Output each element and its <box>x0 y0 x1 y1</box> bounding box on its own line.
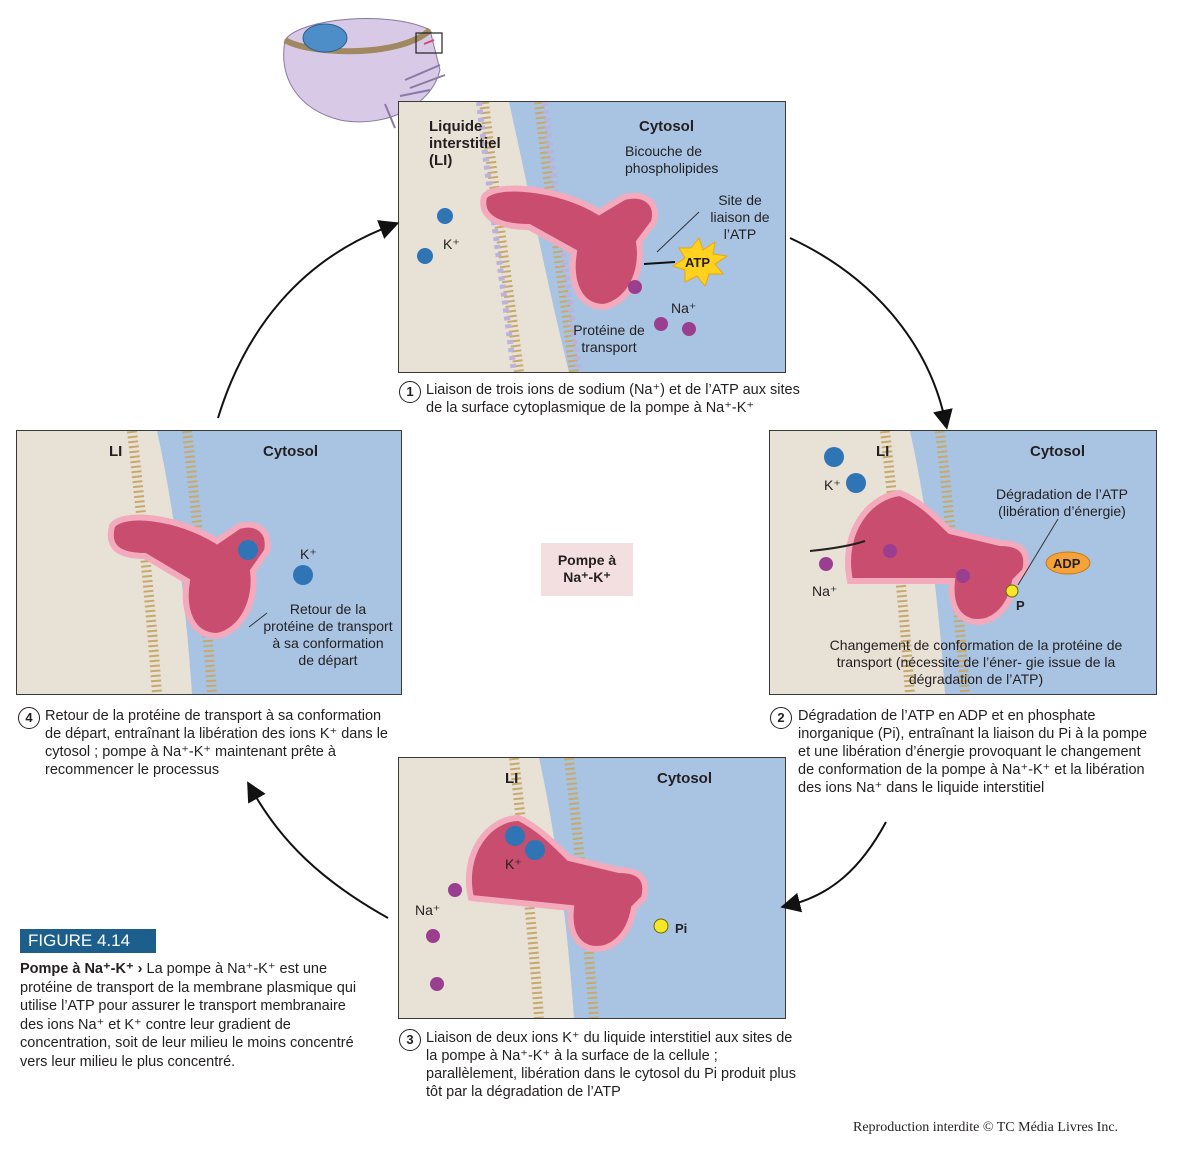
step-number-4: 4 <box>18 707 40 729</box>
k-ion <box>824 447 844 467</box>
transport-protein <box>809 489 1030 625</box>
cytosol-label: Cytosol <box>657 770 713 787</box>
adp-badge <box>1045 551 1091 575</box>
panel-step-4: LI Cytosol K⁺ Retour de la protéine de t… <box>16 430 402 695</box>
na-ion <box>819 557 833 571</box>
step-number-1: 1 <box>399 381 421 403</box>
panel-step-1: Liquide interstitiel (LI) Cytosol Bicouc… <box>398 101 786 373</box>
figure-arrow-icon: › <box>137 961 143 977</box>
k-ion <box>525 840 545 860</box>
k-label: K⁺ <box>505 856 522 872</box>
li-label: LI <box>109 443 123 460</box>
na-ion <box>883 544 897 558</box>
return-label: Retour de la protéine de transport à sa … <box>263 601 393 668</box>
figure-caption: Pompe à Na⁺-K⁺ › La pompe à Na⁺-K⁺ est u… <box>20 960 365 1071</box>
na-ion <box>654 317 668 331</box>
na-ion <box>448 883 462 897</box>
k-label: K⁺ <box>824 477 841 493</box>
k-ion <box>505 826 525 846</box>
p-label: P <box>1016 598 1025 613</box>
step-number-2: 2 <box>770 707 792 729</box>
k-label: K⁺ <box>300 546 317 562</box>
cytosol-label: Cytosol <box>1030 443 1086 460</box>
li-label: LI <box>505 770 519 787</box>
pi-label: Pi <box>675 921 688 936</box>
step-caption-3: Liaison de deux ions K⁺ du liquide inter… <box>426 1030 796 1100</box>
k-ion <box>293 565 313 585</box>
k-label: K⁺ <box>443 236 460 252</box>
transport-protein <box>107 514 271 640</box>
na-label: Na⁺ <box>671 300 697 316</box>
na-ion <box>430 977 444 991</box>
atp-label: ATP <box>685 255 711 270</box>
na-label: Na⁺ <box>415 902 441 918</box>
atp-site-label: Site de liaison de l’ATP <box>710 192 770 242</box>
figure-title: Pompe à Na⁺-K⁺ <box>20 961 134 977</box>
step-caption-2: Dégradation de l’ATP en ADP et en phosph… <box>798 708 1148 796</box>
adp-label: ADP <box>1053 556 1081 571</box>
pump-center-label: Pompe à Na⁺-K⁺ <box>541 543 633 596</box>
protein-label: Protéine de transport <box>573 322 645 355</box>
na-ion <box>956 569 970 583</box>
conformation-change-label: Changement de conformation de la protéin… <box>829 637 1123 687</box>
degradation-label: Dégradation de l’ATP (libération d’énerg… <box>995 486 1129 519</box>
transport-protein <box>480 185 658 311</box>
panel-step-2: LI Cytosol K⁺ Na⁺ Dégradation de l’ATP (… <box>769 430 1157 695</box>
na-label: Na⁺ <box>812 583 838 599</box>
cytosol-label: Cytosol <box>639 118 695 135</box>
k-ion <box>238 540 258 560</box>
k-ion <box>417 248 433 264</box>
k-ion <box>846 473 866 493</box>
figure-tag: FIGURE 4.14 <box>20 929 156 953</box>
na-ion <box>628 280 642 294</box>
step-caption-1: Liaison de trois ions de sodium (Na⁺) et… <box>426 382 800 416</box>
transport-protein <box>466 814 649 952</box>
cytosol-label: Cytosol <box>263 443 319 460</box>
k-ion <box>437 208 453 224</box>
cell-illustration <box>283 18 446 129</box>
na-ion <box>682 322 696 336</box>
panel-step-3: LI Cytosol K⁺ Na⁺ Pi <box>398 757 786 1019</box>
phosphate <box>1005 584 1019 598</box>
atp-burst <box>643 211 729 288</box>
li-label: Liquide interstitiel (LI) <box>429 118 501 169</box>
na-ion <box>426 929 440 943</box>
step-caption-4: Retour de la protéine de transport à sa … <box>45 708 388 778</box>
bilayer-label: Bicouche de phospholipides <box>625 143 719 176</box>
li-label: LI <box>876 443 890 460</box>
phosphate <box>653 918 669 934</box>
step-number-3: 3 <box>399 1029 421 1051</box>
figure-description: La pompe à Na⁺-K⁺ est une protéine de tr… <box>20 961 357 1070</box>
copyright-notice: Reproduction interdite © TC Média Livres… <box>853 1120 1119 1135</box>
